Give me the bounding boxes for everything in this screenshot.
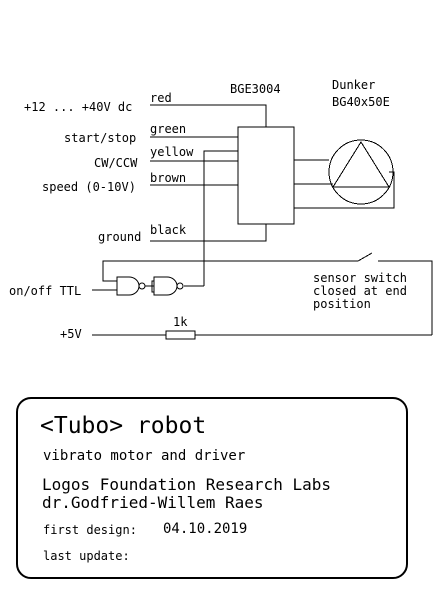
sensor-line-wire — [102, 260, 358, 282]
first-design-label: first design: — [43, 523, 137, 537]
title-text: <Tubo> robot — [40, 413, 206, 439]
sensor-text-line1: sensor switch — [313, 271, 407, 285]
resistor-symbol — [165, 330, 196, 340]
sensor-text-line2: closed at end — [313, 284, 407, 298]
wire-color-black: black — [150, 223, 187, 237]
start-stop-label: start/stop — [64, 131, 136, 145]
ground-label: ground — [98, 230, 141, 244]
gate1-bubble — [138, 282, 146, 290]
motor-triangle — [332, 141, 390, 188]
gate2-bubble — [176, 282, 184, 290]
on-off-label: on/off TTL — [9, 284, 81, 298]
resistor-label: 1k — [173, 315, 188, 329]
speed-label: speed (0-10V) — [42, 180, 136, 194]
gate2-input-tie — [151, 280, 154, 293]
motor-label-line2: BG40x50E — [332, 95, 390, 109]
nand-gate-2 — [153, 276, 178, 296]
sensor-switch-wire — [378, 260, 433, 335]
last-update-label: last update: — [43, 549, 130, 563]
supply-wire — [150, 104, 267, 127]
motor-wire-3 — [294, 171, 395, 209]
subtitle-text: vibrato motor and driver — [43, 448, 245, 464]
driver-label: BGE3004 — [230, 82, 281, 96]
first-design-date: 04.10.2019 — [163, 521, 247, 537]
org-text: Logos Foundation Research Labs — [42, 475, 331, 494]
wire-color-brown: brown — [150, 171, 186, 185]
ground-wire — [150, 224, 267, 242]
enable-wire — [203, 150, 238, 286]
driver-block — [237, 126, 295, 225]
title-block — [16, 397, 408, 579]
plus5v-label: +5V — [60, 327, 82, 341]
motor-symbol — [328, 139, 394, 205]
sensor-text-line3: position — [313, 297, 371, 311]
direction-label: CW/CCW — [94, 156, 138, 170]
nand-gate-1 — [116, 276, 140, 296]
wire-color-red: red — [150, 91, 172, 105]
author-text: dr.Godfried-Willem Raes — [42, 493, 264, 512]
supply-label: +12 ... +40V dc — [24, 100, 132, 114]
wire-color-yellow: yellow — [150, 145, 194, 159]
motor-label-line1: Dunker — [332, 78, 375, 92]
wire-color-green: green — [150, 122, 186, 136]
sensor-switch-lever — [357, 252, 373, 262]
